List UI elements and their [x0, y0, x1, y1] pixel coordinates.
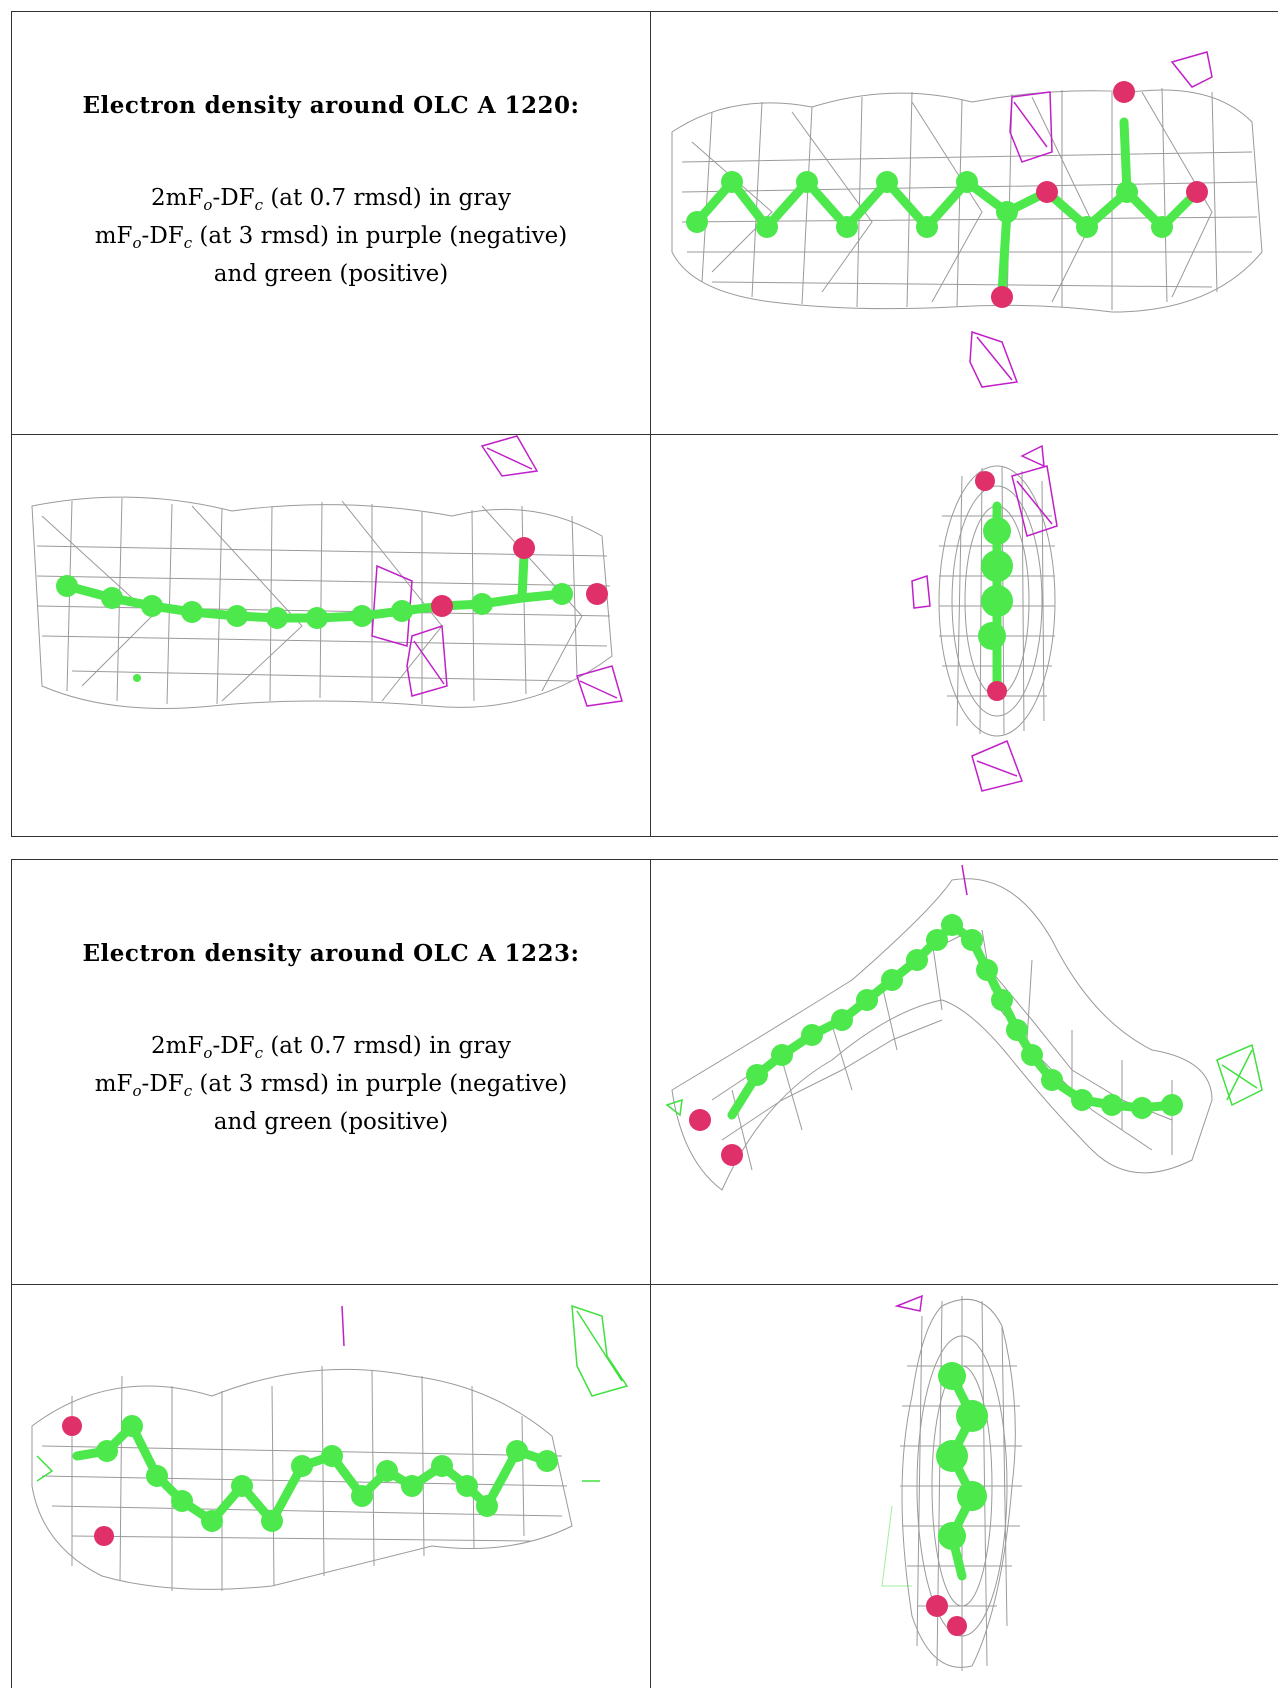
caption-line-2mfo: 2mFo-DFc (at 0.7 rmsd) in gray [151, 185, 511, 214]
caption-line-mfo: mFo-DFc (at 3 rmsd) in purple (negative) [94, 223, 568, 252]
caption-line-mfo: mFo-DFc (at 3 rmsd) in purple (negative) [94, 1071, 568, 1100]
density-view-1223-a [665, 864, 1263, 1191]
caption-olc-1223: Electron density around OLC A 1223: 2mFo… [12, 940, 650, 1141]
row-divider [12, 1284, 1278, 1285]
column-divider [650, 12, 651, 836]
density-view-1220-c [911, 444, 1058, 792]
density-view-1223-b [31, 1304, 629, 1591]
figure-panel-olc-1223: Electron density around OLC A 1223: 2mFo… [11, 859, 1278, 1688]
caption-title: Electron density around OLC A 1223: [82, 940, 580, 967]
column-divider [650, 860, 651, 1688]
density-view-1220-b [31, 435, 623, 709]
caption-title: Electron density around OLC A 1220: [82, 92, 580, 119]
density-view-1220-a [671, 51, 1263, 388]
caption-line-colors: and green (positive) [213, 261, 449, 287]
caption-line-2mfo: 2mFo-DFc (at 0.7 rmsd) in gray [151, 1033, 511, 1062]
density-view-1223-c [881, 1294, 1022, 1671]
caption-olc-1220: Electron density around OLC A 1220: 2mFo… [12, 92, 650, 293]
caption-line-colors: and green (positive) [213, 1109, 449, 1135]
row-divider [12, 434, 1278, 435]
figure-panel-olc-1220: Electron density around OLC A 1220: 2mFo… [11, 11, 1278, 837]
